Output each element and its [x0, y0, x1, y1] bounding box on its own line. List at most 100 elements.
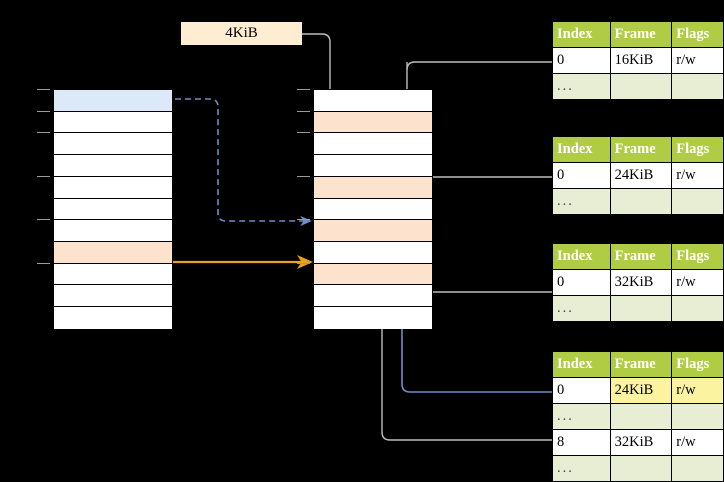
cell-index: 0	[552, 377, 611, 404]
physical-frame-row	[314, 133, 432, 156]
virtual-page-row	[54, 307, 172, 329]
virtual-address-space-column	[53, 89, 173, 329]
wire-l3-to-frame	[416, 265, 552, 293]
virtual-page-tick	[37, 262, 50, 264]
cell-frame: 16KiB	[609, 47, 673, 74]
cell-flags	[671, 295, 724, 322]
physical-frame-row	[314, 155, 432, 177]
column-header-index: Index	[552, 136, 611, 163]
cell-index: ...	[552, 73, 611, 100]
virtual-page-row	[54, 90, 172, 112]
column-header-index: Index	[552, 351, 611, 378]
physical-frame-row	[314, 220, 432, 243]
wire-l1-to-frame	[406, 61, 552, 71]
virtual-page-row	[54, 133, 172, 156]
cell-flags	[671, 188, 724, 215]
virtual-page-row	[54, 242, 172, 264]
cell-flags: r/w	[671, 162, 724, 189]
cell-flags: r/w	[671, 429, 724, 456]
virtual-page-row	[54, 285, 172, 308]
cell-frame	[609, 295, 673, 322]
physical-frame-row	[314, 176, 432, 199]
physical-frame-row	[314, 111, 432, 134]
cell-index: 0	[552, 162, 611, 189]
column-header-flags: Flags	[671, 21, 724, 48]
physical-memory-column	[313, 89, 433, 329]
cell-frame	[609, 455, 673, 482]
cell-flags	[671, 73, 724, 100]
page-table-ellipsis-row[interactable]: ...	[552, 455, 724, 482]
cell-frame	[609, 73, 673, 100]
physical-frame-tick	[297, 262, 310, 264]
virtual-page-tick	[37, 175, 50, 177]
column-header-index: Index	[552, 243, 611, 270]
virtual-page-tick	[37, 132, 50, 134]
wire-virt-to-phys-dashed	[175, 98, 312, 227]
physical-frame-tick	[297, 175, 310, 177]
page-table-ellipsis-row[interactable]: ...	[552, 295, 724, 322]
cell-index: ...	[552, 403, 611, 430]
virtual-page-row	[54, 198, 172, 221]
physical-frame-row	[314, 263, 432, 286]
cell-flags: r/w	[671, 269, 724, 296]
virtual-page-row	[54, 263, 172, 286]
page-table-ellipsis-row[interactable]: ...	[552, 73, 724, 100]
cell-flags: r/w	[671, 377, 724, 404]
column-header-frame: Frame	[609, 21, 673, 48]
physical-frame-tick	[297, 110, 310, 112]
physical-frame-tick	[297, 89, 310, 90]
virtual-page-row	[54, 111, 172, 134]
virtual-page-tick	[37, 219, 50, 221]
virtual-page-tick	[37, 89, 50, 90]
physical-frame-row	[314, 307, 432, 329]
cell-index: ...	[552, 455, 611, 482]
column-header-frame: Frame	[609, 243, 673, 270]
physical-frame-row	[314, 242, 432, 264]
cell-index: 0	[552, 47, 611, 74]
virtual-page-row	[54, 220, 172, 243]
column-header-frame: Frame	[609, 351, 673, 378]
cell-index: ...	[552, 188, 611, 215]
cell-index: 8	[552, 429, 611, 456]
size-label-4kib: 4KiB	[181, 22, 302, 45]
cell-index: 0	[552, 269, 611, 296]
virtual-page-tick	[37, 110, 50, 112]
column-header-frame: Frame	[609, 136, 673, 163]
cell-flags: r/w	[671, 47, 724, 74]
cell-frame: 32KiB	[609, 429, 673, 456]
physical-frame-tick	[297, 219, 310, 221]
physical-frame-row	[314, 198, 432, 221]
column-header-flags: Flags	[671, 243, 724, 270]
physical-frame-row	[314, 90, 432, 112]
column-header-index: Index	[552, 21, 611, 48]
cell-frame	[609, 403, 673, 430]
page-table-ellipsis-row[interactable]: ...	[552, 403, 724, 430]
cell-frame	[609, 188, 673, 215]
virtual-page-row	[54, 176, 172, 199]
column-header-flags: Flags	[671, 136, 724, 163]
cell-index: ...	[552, 295, 611, 322]
cell-flags	[671, 455, 724, 482]
column-header-flags: Flags	[671, 351, 724, 378]
virtual-page-row	[54, 155, 172, 177]
wire-l2-to-frame	[416, 176, 552, 223]
cell-frame: 24KiB	[609, 377, 673, 404]
cell-flags	[671, 403, 724, 430]
cell-frame: 24KiB	[609, 162, 673, 189]
physical-frame-tick	[297, 132, 310, 134]
cell-frame: 32KiB	[609, 269, 673, 296]
page-table-ellipsis-row[interactable]: ...	[552, 188, 724, 215]
